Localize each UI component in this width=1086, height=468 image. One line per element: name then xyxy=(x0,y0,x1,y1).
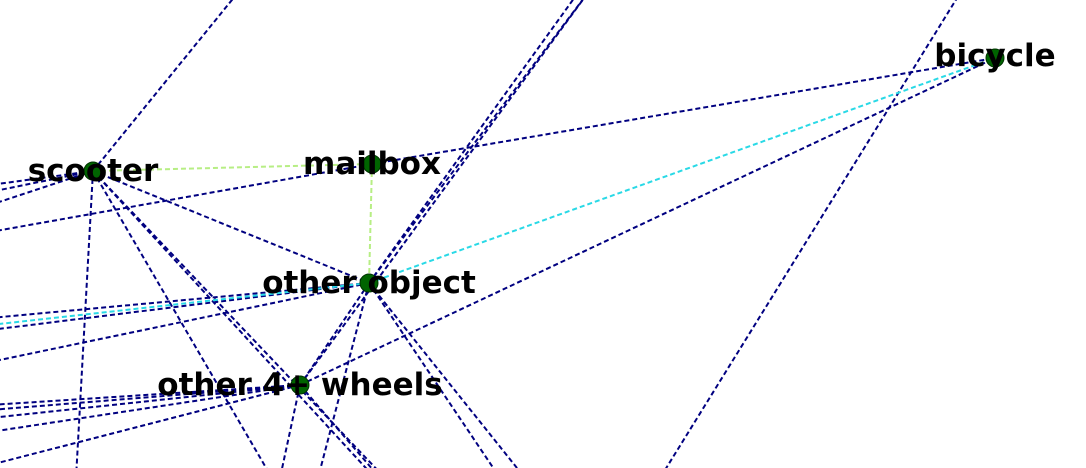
graph-edge xyxy=(0,170,94,191)
graph-edge xyxy=(368,282,519,468)
graph-node-other_object xyxy=(359,273,379,293)
edge-layer-data xyxy=(92,57,996,386)
graph-edge xyxy=(665,0,957,468)
graph-edge xyxy=(0,384,301,432)
graph-edge xyxy=(368,0,575,284)
graph-edge xyxy=(0,282,370,361)
node-label-mailbox: mailbox xyxy=(303,146,441,182)
edge-layer xyxy=(0,0,996,468)
graph-edge-mailbox-other_object xyxy=(368,163,373,284)
graph-edge-other_object-other_4_wheels xyxy=(299,282,370,386)
graph-node-other_4_wheels xyxy=(290,375,310,395)
graph-edge xyxy=(0,163,373,232)
graph-edge-other_4_wheels-bicycle xyxy=(299,57,996,386)
node-label-other_object: other object xyxy=(262,265,476,301)
graph-edge xyxy=(368,282,495,468)
graph-edge xyxy=(0,170,94,203)
node-label-bicycle: bicycle xyxy=(934,38,1055,74)
graph-edge xyxy=(92,170,368,468)
graph-edge xyxy=(92,0,234,172)
graph-edge-scooter-mailbox xyxy=(92,163,373,172)
graph-edge xyxy=(0,384,301,411)
graph-edge xyxy=(0,170,94,185)
graph-edge-other_object-bicycle xyxy=(368,57,996,284)
node-label-other_4_wheels: other 4+ wheels xyxy=(157,367,442,403)
graph-edge xyxy=(319,282,370,468)
graph-edge xyxy=(92,170,268,468)
graph-node-mailbox xyxy=(362,154,382,174)
graph-edge xyxy=(75,170,94,468)
graph-edge xyxy=(0,384,301,464)
graph-edge xyxy=(299,384,373,468)
graph-edge xyxy=(368,0,584,284)
graph-edge xyxy=(371,57,996,165)
node-layer: scooter mailbox bicycle other object other 4… xyxy=(28,38,1056,403)
graph-node-scooter xyxy=(83,161,103,181)
node-label-scooter: scooter xyxy=(28,153,159,189)
graph-edge xyxy=(92,170,377,468)
graph-edge-scooter-other_object xyxy=(92,170,370,284)
graph-edge xyxy=(299,0,584,386)
graph-edge xyxy=(0,384,301,418)
graph-node-bicycle xyxy=(985,48,1005,68)
